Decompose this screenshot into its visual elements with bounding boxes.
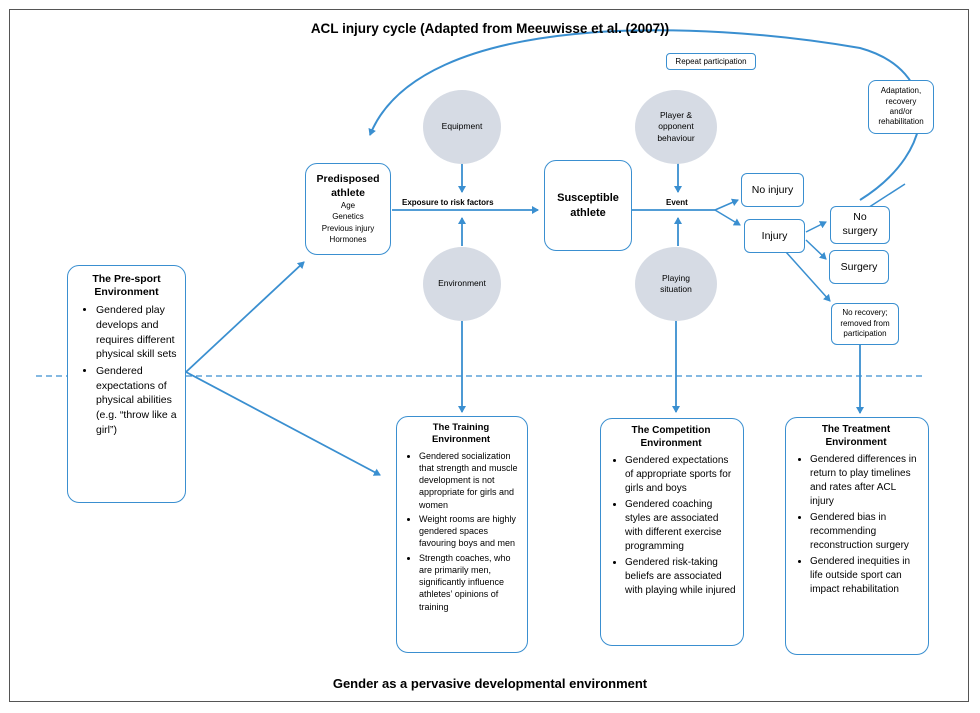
- treatment-title-2: Environment: [825, 436, 887, 448]
- training-bullet: Gendered socialization that strength and…: [419, 450, 521, 511]
- no-recovery-box: No recovery; removed from participation: [831, 303, 899, 345]
- presport-to-predisposed-arrow: [185, 261, 305, 373]
- to-no-injury-arrow: [714, 198, 739, 211]
- player-line-1: Player &: [659, 109, 693, 120]
- training-title-1: The Training: [432, 422, 490, 433]
- no-recovery-line-3: participation: [843, 329, 887, 339]
- factor-previous-injury: Previous injury: [321, 223, 375, 233]
- playing-line-1: Playing: [662, 272, 690, 283]
- environment-label: Environment: [438, 278, 486, 289]
- competition-bullet: Gendered risk-taking beliefs are associa…: [625, 556, 737, 598]
- adaptation-line-4: rehabilitation: [878, 117, 924, 127]
- competition-bullet: Gendered coaching styles are associated …: [625, 498, 737, 554]
- presport-to-training-arrow: [185, 371, 381, 476]
- diagram-title: ACL injury cycle (Adapted from Meeuwisse…: [310, 21, 670, 36]
- susceptible-line-2: athlete: [570, 206, 606, 219]
- competition-title-2: Environment: [640, 437, 702, 449]
- surgery-label: Surgery: [840, 261, 878, 273]
- to-surgery-arrow: [805, 239, 827, 260]
- competition-bullet: Gendered expectations of appropriate spo…: [625, 454, 737, 496]
- to-no-recovery-arrow: [785, 251, 831, 302]
- no-recovery-line-2: removed from: [840, 318, 890, 328]
- adaptation-line-2: recovery: [885, 96, 917, 106]
- predisposed-heading-1: Predisposed: [316, 172, 380, 185]
- surgery-box: Surgery: [829, 250, 889, 284]
- adaptation-line-3: and/or: [889, 107, 913, 116]
- equipment-circle: Equipment: [423, 90, 501, 164]
- figure-frame: [9, 9, 969, 702]
- environment-circle: Environment: [423, 247, 501, 321]
- treatment-bullet: Gendered differences in return to play t…: [810, 453, 922, 509]
- treatment-title-1: The Treatment: [821, 424, 891, 435]
- no-recovery-line-1: No recovery;: [842, 307, 888, 317]
- factor-age: Age: [340, 201, 356, 211]
- equipment-label: Equipment: [441, 121, 483, 132]
- exposure-label: Exposure to risk factors: [402, 198, 494, 207]
- playing-situation-circle: Playing situation: [635, 247, 717, 321]
- presport-title-1: The Pre-sport: [92, 273, 161, 285]
- training-title-2: Environment: [431, 433, 491, 445]
- presport-environment-box: The Pre-sport Environment Gendered play …: [67, 265, 186, 503]
- training-environment-box: The Training Environment Gendered social…: [396, 416, 528, 653]
- diagram-footer: Gender as a pervasive developmental envi…: [332, 676, 648, 691]
- no-injury-label: No injury: [751, 184, 794, 196]
- playing-line-2: situation: [660, 284, 692, 294]
- adaptation-box: Adaptation, recovery and/or rehabilitati…: [868, 80, 934, 134]
- injury-box: Injury: [744, 219, 805, 253]
- factor-hormones: Hormones: [329, 234, 367, 244]
- presport-bullet: Gendered expectations of physical abilit…: [96, 364, 179, 437]
- repeat-participation-label: Repeat participation: [675, 57, 747, 66]
- event-label: Event: [666, 198, 688, 207]
- no-surgery-line-2: surgery: [842, 225, 878, 237]
- treatment-bullet: Gendered inequities in life outside spor…: [810, 555, 922, 597]
- training-bullet: Strength coaches, who are primarily men,…: [419, 552, 521, 613]
- player-line-3: behaviour: [657, 132, 695, 143]
- treatment-bullet: Gendered bias in recommending reconstruc…: [810, 511, 922, 553]
- adaptation-line-1: Adaptation,: [880, 86, 922, 96]
- predisposed-heading-2: athlete: [331, 186, 365, 199]
- competition-environment-box: The Competition Environment Gendered exp…: [600, 418, 744, 646]
- injury-label: Injury: [761, 230, 788, 242]
- repeat-participation-box: Repeat participation: [666, 53, 756, 70]
- presport-bullet: Gendered play develops and requires diff…: [96, 303, 179, 362]
- player-behaviour-circle: Player & opponent behaviour: [635, 90, 717, 164]
- training-bullet: Weight rooms are highly gendered spaces …: [419, 513, 521, 550]
- to-injury-arrow: [714, 209, 741, 226]
- no-surgery-box: No surgery: [830, 206, 890, 244]
- to-no-surgery-arrow: [805, 221, 827, 233]
- factor-genetics: Genetics: [332, 212, 364, 222]
- predisposed-athlete-box: Predisposed athlete Age Genetics Previou…: [305, 163, 391, 255]
- no-injury-box: No injury: [741, 173, 804, 207]
- treatment-environment-box: The Treatment Environment Gendered diffe…: [785, 417, 929, 655]
- susceptible-line-1: Susceptible: [557, 192, 619, 205]
- presport-title-2: Environment: [94, 286, 159, 299]
- no-surgery-line-1: No: [853, 211, 867, 224]
- player-line-2: opponent: [658, 121, 694, 132]
- competition-title-1: The Competition: [631, 425, 711, 436]
- susceptible-athlete-box: Susceptible athlete: [544, 160, 632, 251]
